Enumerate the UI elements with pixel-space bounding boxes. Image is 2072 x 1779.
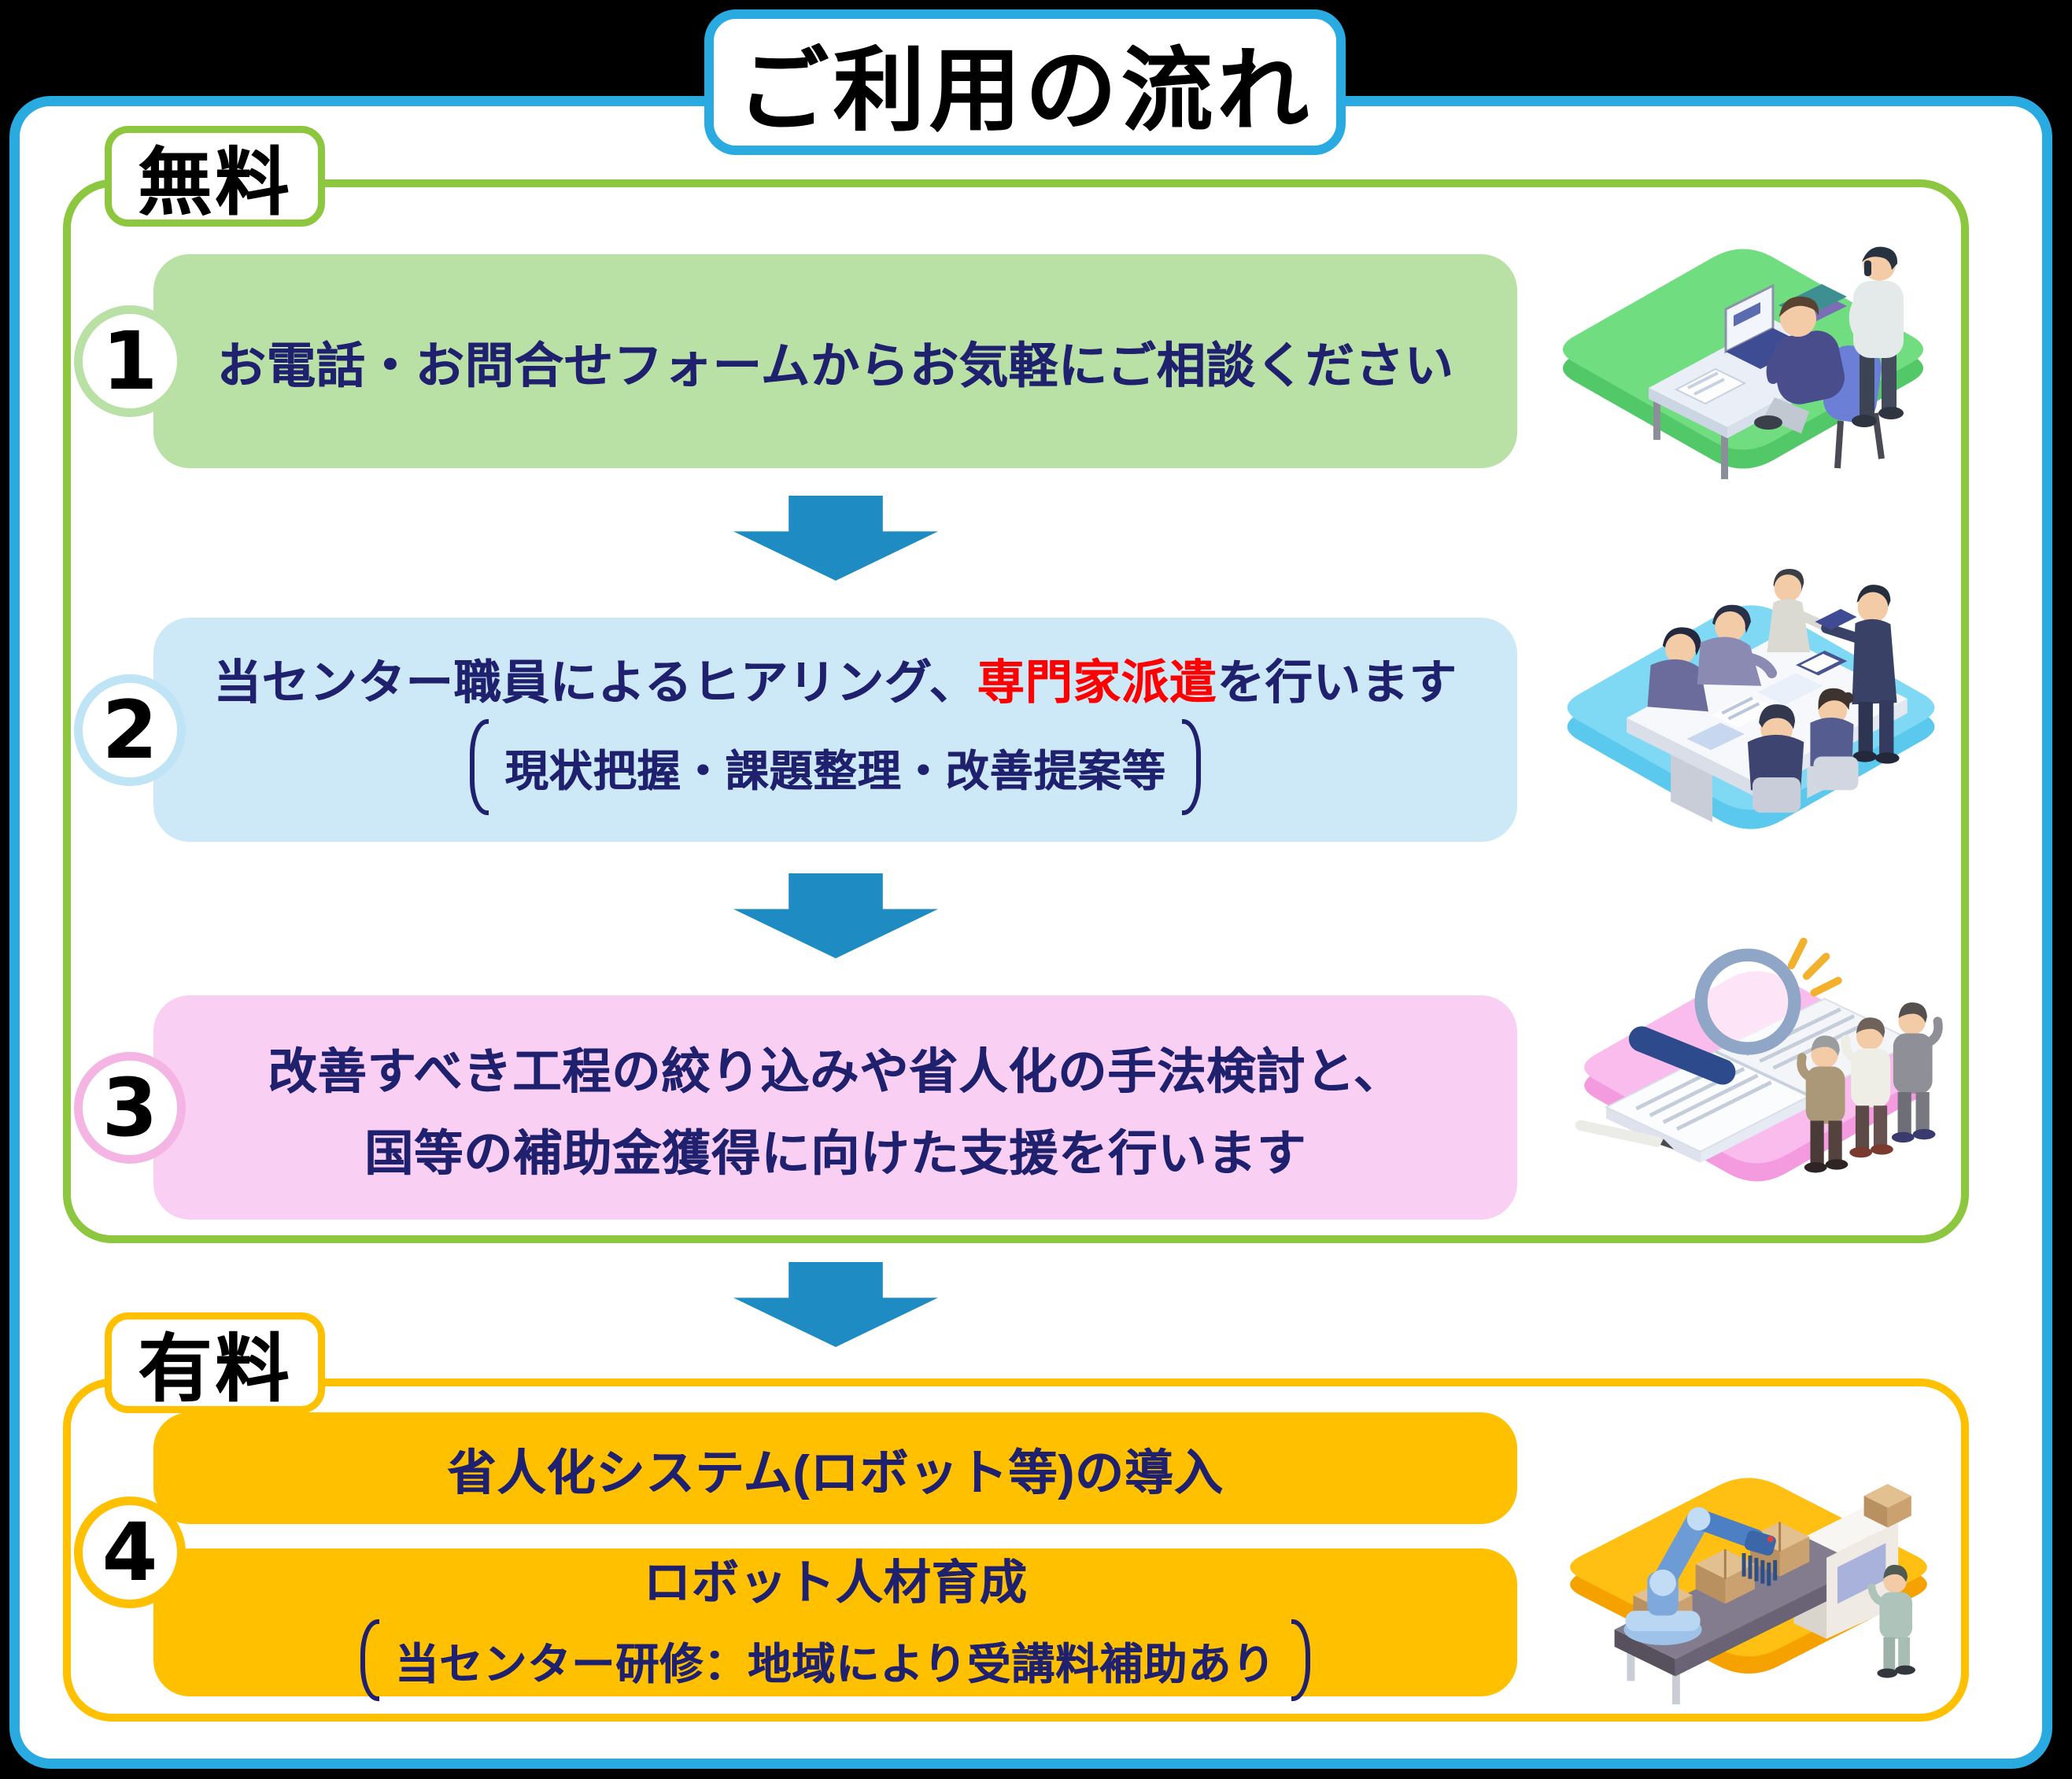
step2-text: 当センター職員によるヒアリング、専門家派遣を行います: [214, 644, 1457, 713]
page-title-text: ご利用の流れ: [737, 39, 1313, 142]
step4-box2-title: ロボット人材育成: [643, 1556, 1028, 1609]
step2-text-after: を行います: [1217, 656, 1457, 709]
step2-box: 当センター職員によるヒアリング、専門家派遣を行います 現状把握・課題整理・改善提…: [153, 618, 1517, 842]
meeting-hearing-scene-illustration: [1567, 568, 1935, 829]
step3-number: 3: [102, 1061, 158, 1155]
step4-box-training: ロボット人材育成 当センター研修：地域により受講料補助あり: [153, 1548, 1517, 1701]
page-title: ご利用の流れ: [704, 9, 1346, 155]
step4-number: 4: [102, 1505, 158, 1600]
right-bracket-icon: [1291, 1618, 1310, 1701]
document-review-scene-illustration: [1575, 937, 1943, 1182]
paid-label-text: 有料: [137, 1327, 292, 1410]
section-label-free: 無料: [105, 126, 325, 227]
step4-box-system: 省人化システム(ロボット等)の導入: [153, 1412, 1517, 1524]
phone-consultation-scene-illustration: [1563, 246, 1923, 479]
left-bracket-icon: [470, 719, 489, 815]
step2-text-accent: 専門家派遣: [977, 656, 1217, 709]
step2-number-badge: 2: [74, 674, 186, 786]
step4-note-row: 当センター研修：地域により受講料補助あり: [360, 1618, 1310, 1701]
left-bracket-icon: [360, 1618, 380, 1701]
step3-line2: 国等の補助金獲得に向けた支援を行います: [364, 1126, 1306, 1181]
right-bracket-icon: [1181, 719, 1201, 815]
step3-line1: 改善すべき工程の絞り込みや省人化の手法検討と、: [268, 1044, 1403, 1099]
free-label-text: 無料: [137, 141, 292, 223]
step2-number: 2: [102, 683, 158, 777]
step3-number-badge: 3: [74, 1052, 186, 1164]
step1-box: お電話・お問合せフォームからお気軽にご相談ください: [153, 254, 1517, 468]
step1-number: 1: [102, 314, 158, 408]
step4-box1-text: 省人化システム(ロボット等)の導入: [447, 1446, 1224, 1500]
step2-text-before: 当センター職員によるヒアリング、: [213, 656, 977, 709]
step1-number-badge: 1: [74, 305, 186, 417]
step2-note-text: 現状把握・課題整理・改善提案等: [504, 747, 1166, 795]
step4-note-text: 当センター研修：地域により受講料補助あり: [395, 1639, 1276, 1689]
step4-number-badge: 4: [74, 1497, 186, 1608]
step2-note-row: 現状把握・課題整理・改善提案等: [470, 719, 1201, 815]
step1-text: お電話・お問合せフォームからお気軽にご相談ください: [216, 339, 1454, 393]
section-label-paid: 有料: [105, 1312, 325, 1413]
robot-production-line-scene-illustration: [1570, 1478, 1927, 1705]
step3-box: 改善すべき工程の絞り込みや省人化の手法検討と、 国等の補助金獲得に向けた支援を行…: [153, 995, 1517, 1220]
